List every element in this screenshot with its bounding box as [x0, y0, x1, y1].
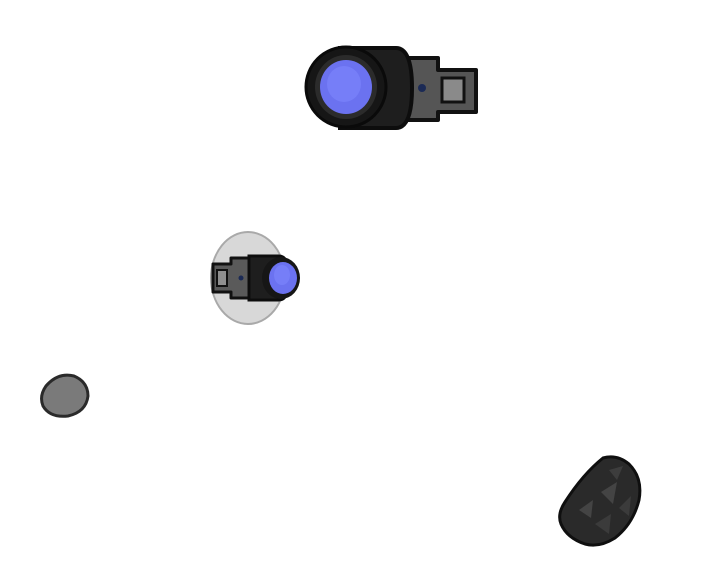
dark-rock-icon[interactable]: [555, 452, 647, 552]
flashlight-large-icon[interactable]: [300, 40, 485, 135]
flashlight-small-icon[interactable]: [205, 228, 310, 328]
pebble-icon[interactable]: [36, 370, 94, 422]
